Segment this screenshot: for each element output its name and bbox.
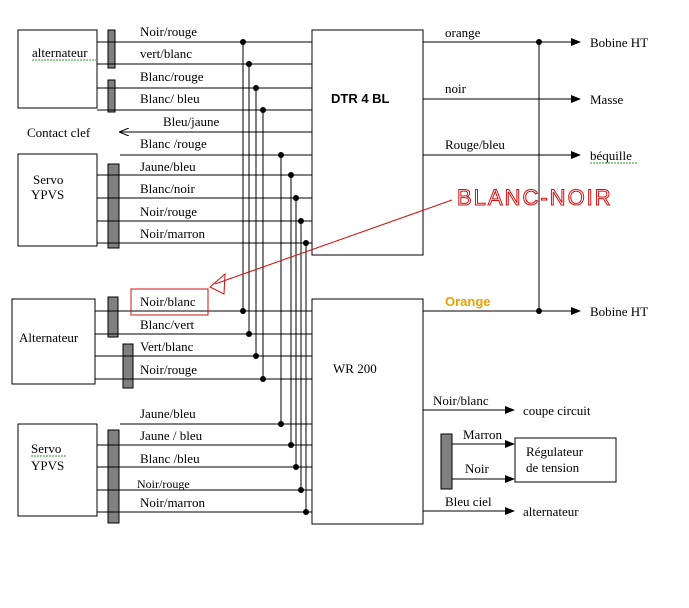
connector: [107, 29, 116, 69]
wire-label: Jaune/bleu: [140, 159, 196, 174]
target-label: Masse: [590, 92, 623, 107]
wire-label: Noir/rouge: [137, 477, 190, 491]
servo-top-box: [17, 153, 98, 247]
alternateur-bottom-box: [11, 298, 96, 385]
highlight-box: [130, 288, 209, 316]
connector: [107, 296, 119, 338]
connector: [122, 343, 134, 389]
connector: [107, 429, 120, 524]
junction-dots: [240, 39, 309, 515]
wire-label: Bleu/jaune: [163, 114, 220, 129]
target-label: béquille: [590, 148, 632, 163]
target-label: Bobine HT: [590, 304, 648, 319]
wire-label: Blanc/vert: [140, 317, 195, 332]
wire-label: Blanc /bleu: [140, 451, 200, 466]
alternateur-top-label: alternateur: [32, 45, 88, 60]
top-wires: [97, 41, 312, 244]
connector: [107, 79, 116, 113]
wire-label: Bleu ciel: [445, 494, 492, 509]
wire-label: Noir/rouge: [140, 24, 197, 39]
connector: [107, 163, 120, 249]
servo-top-label-1: Servo: [33, 172, 63, 187]
wire-label: Blanc/ bleu: [140, 91, 200, 106]
wire-label: Noir/rouge: [140, 204, 197, 219]
wire-label: Noir: [465, 461, 490, 476]
regulateur-label-2: de tension: [526, 460, 580, 475]
wire-label: noir: [445, 81, 467, 96]
wr-label: WR 200: [333, 361, 377, 376]
wire-label: Vert/blanc: [140, 339, 194, 354]
orange-label: Orange: [445, 294, 491, 309]
wire-label: Noir/blanc: [140, 294, 196, 309]
wire-label: Noir/blanc: [433, 393, 489, 408]
bus-lines: [242, 42, 307, 512]
wire-label: Blanc/noir: [140, 181, 196, 196]
target-label: coupe circuit: [523, 403, 591, 418]
wire-label: Jaune/bleu: [140, 406, 196, 421]
wire-label: orange: [445, 25, 481, 40]
wire-label: Noir/rouge: [140, 362, 197, 377]
wire-label: Rouge/bleu: [445, 137, 505, 152]
dtr-label: DTR 4 BL: [331, 91, 390, 106]
wire-label: Jaune / bleu: [140, 428, 203, 443]
arrow-icon: [209, 272, 226, 295]
target-label: alternateur: [523, 504, 579, 519]
alternateur-top-box: [17, 29, 98, 109]
wire-label: Blanc /rouge: [140, 136, 207, 151]
junction-dot: [536, 39, 542, 45]
servo-bottom-box: [17, 423, 98, 517]
dtr-module: [311, 29, 424, 256]
regulateur-box: [514, 437, 617, 483]
wire-label: Blanc/rouge: [140, 69, 204, 84]
wire-label: vert/blanc: [140, 46, 192, 61]
wire-label: Noir/marron: [140, 495, 205, 510]
servo-top-label-2: YPVS: [31, 187, 64, 202]
servo-bottom-label-1: Servo: [31, 441, 61, 456]
annotation-text: BLANC-NOIR: [457, 185, 613, 210]
alternateur-bottom-label: Alternateur: [19, 330, 79, 345]
wire-label: Noir/marron: [140, 226, 205, 241]
regulateur-label-1: Régulateur: [526, 444, 584, 459]
wr-module: [311, 298, 424, 525]
connector: [440, 433, 453, 490]
dtr-outputs: [423, 38, 581, 311]
target-label: Bobine HT: [590, 35, 648, 50]
arrow-icon: [214, 199, 453, 285]
servo-bottom-label-2: YPVS: [31, 458, 64, 473]
wire-label: Marron: [463, 427, 502, 442]
bottom-wires: [95, 310, 312, 513]
wr-outputs: [423, 307, 581, 515]
contact-clef-label: Contact clef: [27, 125, 91, 140]
